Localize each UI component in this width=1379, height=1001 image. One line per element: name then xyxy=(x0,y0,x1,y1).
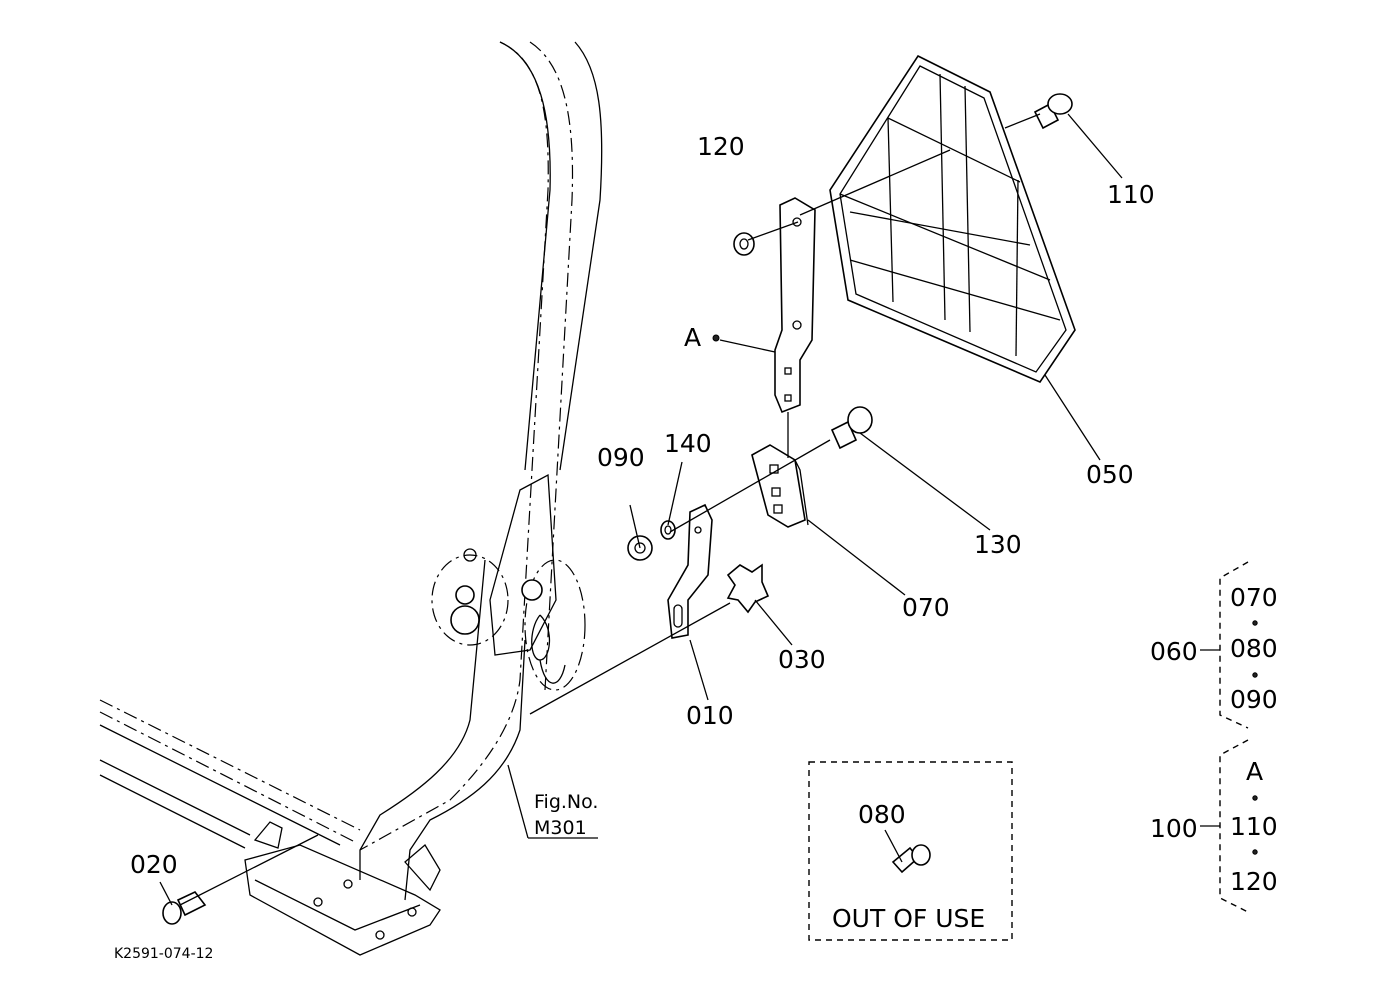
callout-130: 130 xyxy=(974,530,1022,559)
group-060-item-1: 070 xyxy=(1230,583,1278,612)
callout-010: 010 xyxy=(686,701,734,730)
figure-reference: Fig.No. M301 xyxy=(534,791,598,839)
fig-ref-line1: Fig.No. xyxy=(534,791,598,813)
group-100-label: 100 xyxy=(1150,814,1198,843)
callout-020: 020 xyxy=(130,850,178,879)
mirror-grille xyxy=(829,54,1076,383)
bracket-a xyxy=(774,197,816,414)
group-060: 060 070 080 090 xyxy=(1150,561,1278,729)
callout-080: 080 xyxy=(858,800,906,829)
group-060-item-3: 090 xyxy=(1230,685,1278,714)
callout-a: A xyxy=(684,323,701,352)
small-parts xyxy=(162,93,1073,925)
group-060-item-2: 080 xyxy=(1230,634,1278,663)
bolt-020 xyxy=(162,891,207,925)
callout-140: 140 xyxy=(664,429,712,458)
rops-frame xyxy=(99,41,603,956)
bolt-130 xyxy=(830,406,873,450)
bracket-010 xyxy=(667,503,713,639)
callout-070: 070 xyxy=(902,593,950,622)
callouts: 120 110 A 090 140 130 050 070 030 010 02… xyxy=(130,132,1155,879)
bolt-080 xyxy=(891,844,931,874)
drawing-number: K2591-074-12 xyxy=(114,946,213,962)
callout-030: 030 xyxy=(778,645,826,674)
out-of-use-box: OUT OF USE xyxy=(808,761,1013,941)
fig-ref-line2: M301 xyxy=(534,817,587,839)
callout-050: 050 xyxy=(1086,460,1134,489)
washer-140 xyxy=(660,520,676,540)
group-060-label: 060 xyxy=(1150,637,1198,666)
group-100-item-3: 120 xyxy=(1230,867,1278,896)
group-100-item-2: 110 xyxy=(1230,812,1278,841)
group-100-item-1: A xyxy=(1246,757,1263,786)
callout-090: 090 xyxy=(597,443,645,472)
out-of-use-label: OUT OF USE xyxy=(832,904,985,933)
knob-030 xyxy=(726,563,770,614)
callout-110: 110 xyxy=(1107,180,1155,209)
nut-120 xyxy=(733,232,755,256)
leader-lines xyxy=(159,113,1123,906)
callout-120: 120 xyxy=(697,132,745,161)
group-100: 100 A 110 120 xyxy=(1150,739,1278,913)
bolt-110 xyxy=(1033,93,1073,130)
hinge-070 xyxy=(751,444,809,528)
